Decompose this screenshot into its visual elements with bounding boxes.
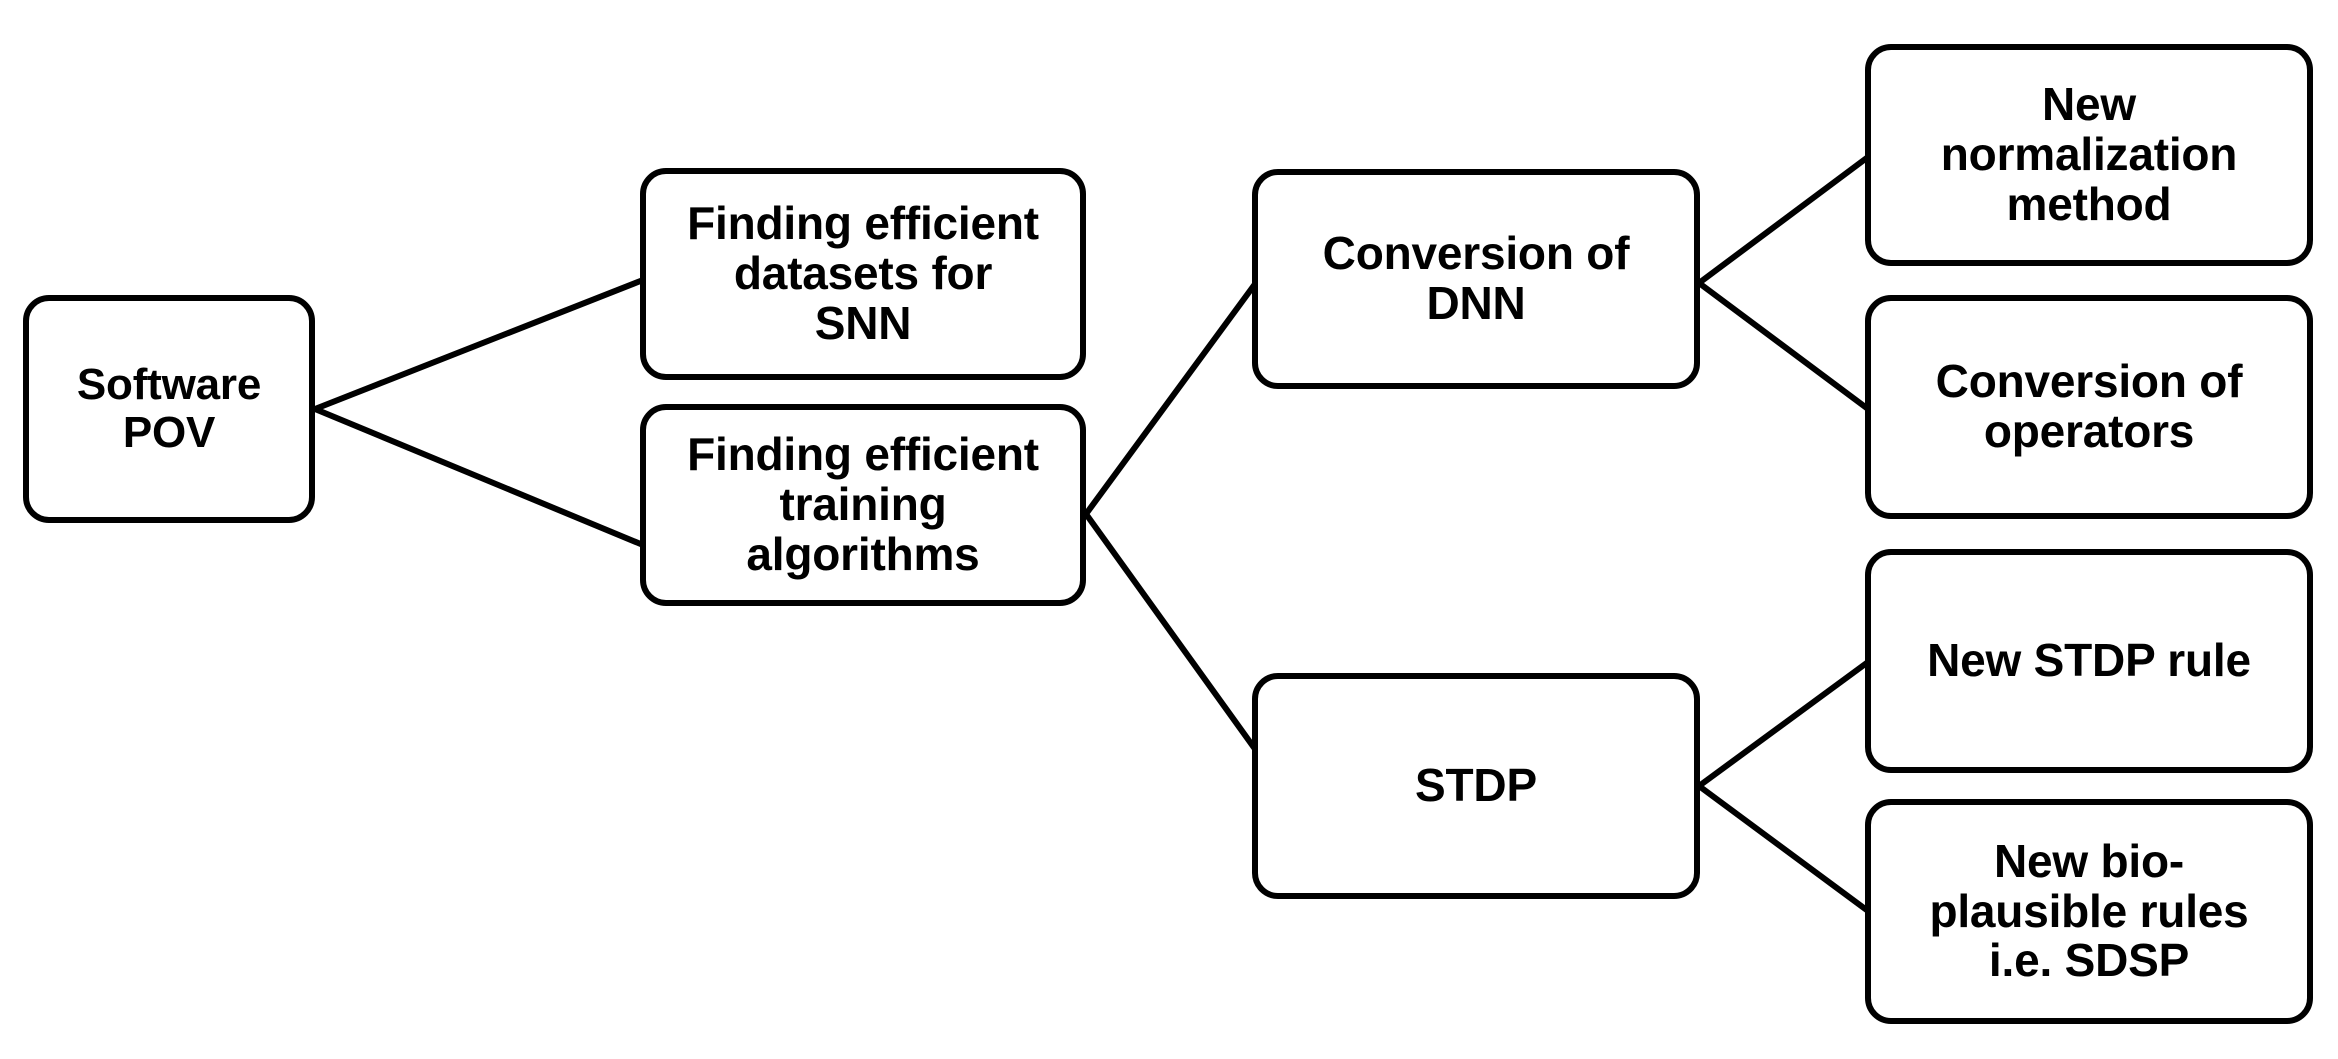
edge-stdp-to-new-stdp-rule xyxy=(1697,659,1870,789)
node-conversion-of-dnn[interactable]: Conversion of DNN xyxy=(1252,169,1700,389)
node-new-normalization-method[interactable]: New normalization method xyxy=(1865,44,2313,266)
node-new-stdp-rule[interactable]: New STDP rule xyxy=(1865,549,2313,773)
node-software-pov-label: Software POV xyxy=(76,360,262,457)
node-finding-efficient-datasets[interactable]: Finding efficient datasets for SNN xyxy=(640,168,1086,380)
node-stdp-label: STDP xyxy=(1415,759,1537,812)
node-new-bio-plausible-rules-label: New bio- plausible rules i.e. SDSP xyxy=(1929,834,2249,987)
node-conversion-of-dnn-label: Conversion of DNN xyxy=(1322,227,1630,329)
node-conversion-of-operators-label: Conversion of operators xyxy=(1935,355,2243,457)
node-new-stdp-rule-label: New STDP rule xyxy=(1927,634,2251,687)
node-finding-efficient-datasets-label: Finding efficient datasets for SNN xyxy=(687,197,1039,349)
edge-conversion-dnn-to-conversion-operators xyxy=(1697,280,1870,412)
node-conversion-of-operators[interactable]: Conversion of operators xyxy=(1865,295,2313,519)
edge-training-algos-to-conversion-dnn xyxy=(1083,282,1258,516)
node-finding-efficient-training-algorithms[interactable]: Finding efficient training algorithms xyxy=(640,404,1086,606)
edge-training-algos-to-stdp xyxy=(1083,512,1258,751)
node-new-bio-plausible-rules[interactable]: New bio- plausible rules i.e. SDSP xyxy=(1865,799,2313,1024)
edge-root-to-training-algos xyxy=(313,406,645,548)
node-stdp[interactable]: STDP xyxy=(1252,673,1700,899)
node-new-normalization-method-label: New normalization method xyxy=(1940,78,2238,230)
node-finding-efficient-training-algorithms-label: Finding efficient training algorithms xyxy=(687,428,1039,580)
node-software-pov[interactable]: Software POV xyxy=(23,295,315,523)
edge-root-to-datasets xyxy=(313,277,645,412)
edge-conversion-dnn-to-new-normalization xyxy=(1697,154,1870,286)
edge-stdp-to-bio-plausible xyxy=(1697,783,1870,914)
